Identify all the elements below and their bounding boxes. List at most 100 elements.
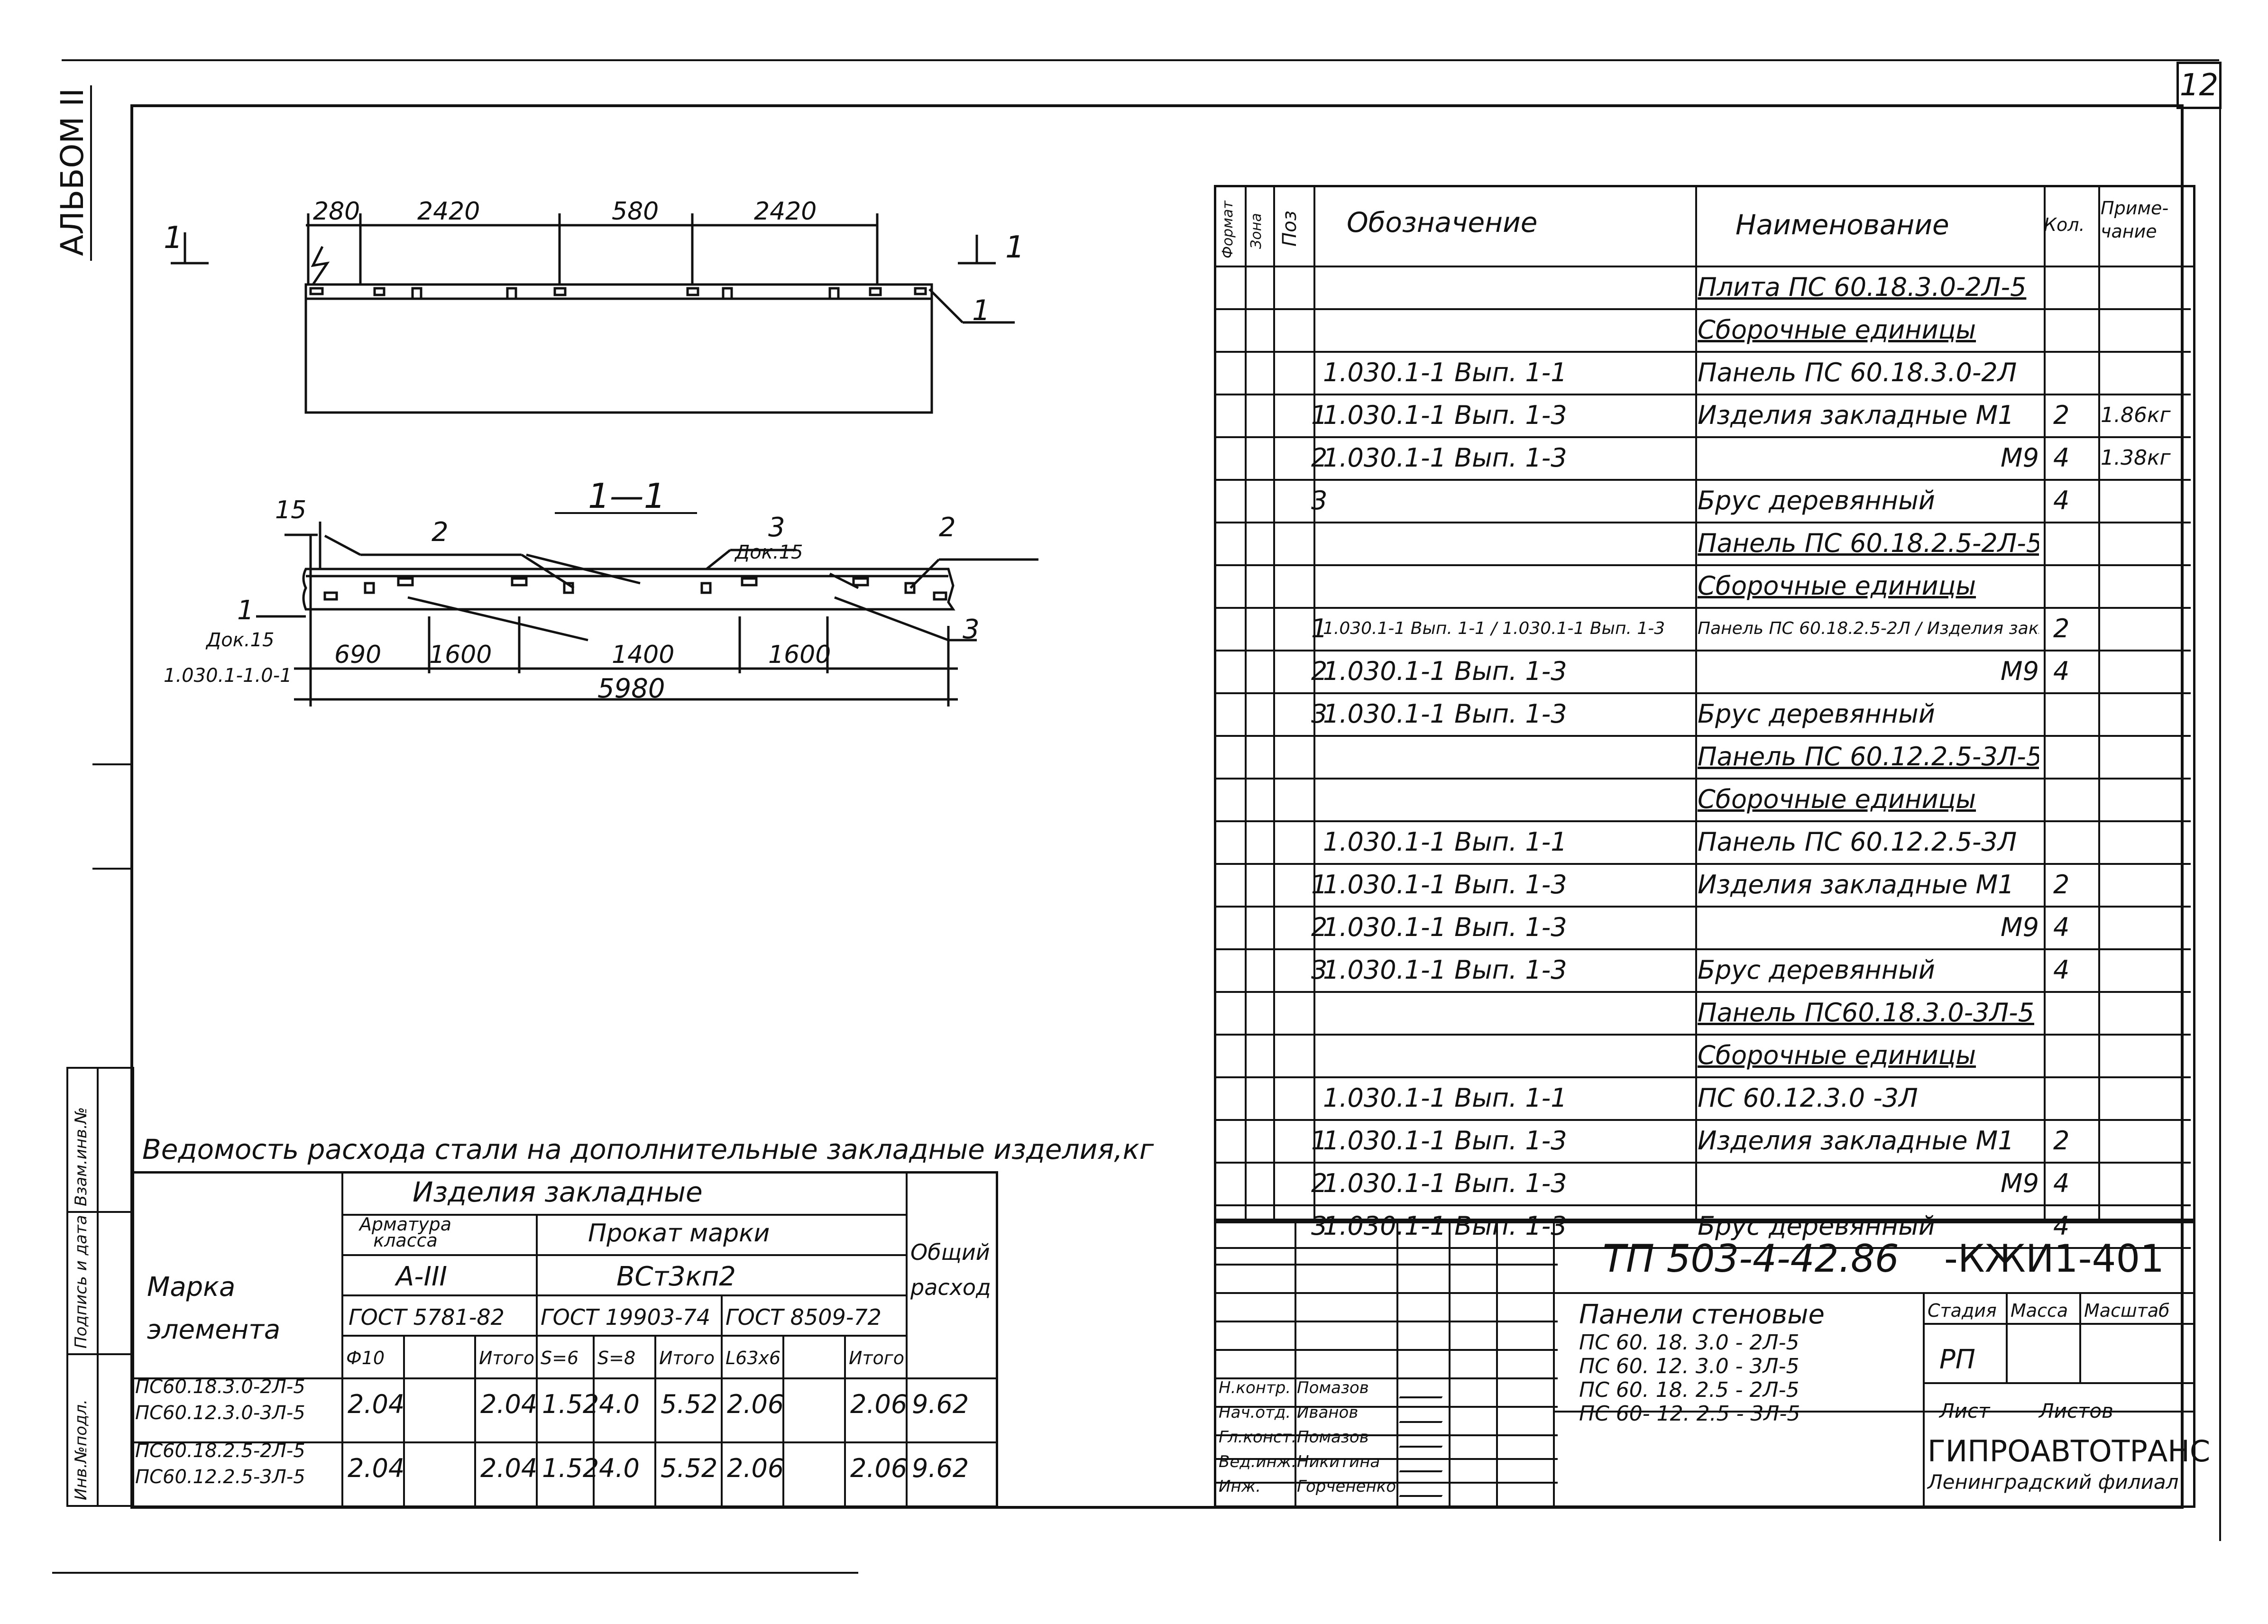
doc-code: ТП 503-4-42.86 [1603, 1237, 1899, 1281]
spec-name: Панель ПС 60.18.3.0-2Л [1698, 357, 2017, 387]
steel-value: 4.0 [599, 1389, 640, 1419]
spec-note [2101, 650, 2191, 692]
title-block [1214, 1219, 2195, 1508]
spec-row: Плита ПС 60.18.3.0-2Л-5 [1214, 266, 2191, 310]
spec-designation: 1.030.1-1 Вып. 1-1 [1323, 826, 1567, 857]
spec-qty [2053, 1076, 2091, 1119]
section-dim-total: 5980 [597, 673, 665, 704]
sheet-number: 12 [2179, 68, 2219, 103]
steel-value: 9.62 [912, 1453, 969, 1483]
steel-value: 1.52 [542, 1389, 599, 1419]
steel-gost3: ГОСТ 8509-72 [725, 1304, 881, 1330]
section-callout-3a: 3 [768, 512, 785, 543]
signature-role: Инж. [1219, 1477, 1261, 1496]
spec-qty [2053, 351, 2091, 394]
steel-mark: ПС60.12.3.0-3Л-5 [135, 1402, 305, 1424]
steel-value: 2.06 [727, 1389, 784, 1419]
spec-h-designation: Обозначение [1347, 206, 1538, 239]
signature-name: Помазов [1297, 1378, 1369, 1397]
section-doc-ref-2: Док.15 [206, 629, 275, 651]
steel-col-header: S=8 [597, 1348, 636, 1368]
title-line-0: Панели стеновые [1579, 1299, 1825, 1330]
spec-row: Сборочные единицы [1214, 308, 2191, 353]
spec-note [2101, 820, 2191, 863]
steel-mark: ПС60.12.2.5-3Л-5 [135, 1466, 305, 1488]
steel-value: 5.52 [661, 1453, 718, 1483]
steel-gost1: ГОСТ 5781-82 [349, 1304, 505, 1330]
spec-pos: 1 [1311, 1125, 1328, 1156]
spec-note [2101, 479, 2191, 522]
spec-name: Сборочные единицы [1698, 570, 1976, 601]
section-callout-3b: 3 [963, 614, 980, 645]
spec-designation [1323, 778, 1693, 820]
plan-dim-2420a: 2420 [417, 197, 480, 226]
org-name: ГИПРОАВТОТРАНС [1928, 1434, 2211, 1468]
spec-h-format: Формат [1220, 201, 1236, 258]
spec-note [2101, 735, 2191, 778]
spec-note: 1.38кг [2101, 445, 2171, 470]
spec-name: М9 [2001, 912, 2039, 942]
sheets-label: Листов [2039, 1399, 2113, 1422]
spec-note [2101, 1034, 2191, 1076]
title-line-4: ПС 60- 12. 2.5 - 3Л-5 [1579, 1402, 1800, 1426]
bottom-note-line [52, 1572, 858, 1574]
steel-col-header: Итого [849, 1348, 905, 1368]
spec-qty: 2 [2053, 869, 2070, 899]
section-dim-1400: 1400 [612, 641, 675, 669]
spec-qty [2053, 564, 2091, 607]
steel-mark: ПС60.18.3.0-2Л-5 [135, 1376, 305, 1398]
spec-name: Брус деревянный [1698, 1211, 1935, 1241]
steel-col-header: Ф10 [346, 1348, 385, 1368]
spec-row: Сборочные единицы [1214, 564, 2191, 609]
spec-name: Панель ПС 60.18.2.5-2Л / Изделия закладн… [1698, 618, 2039, 638]
spec-note [2101, 1119, 2191, 1162]
steel-value: 2.06 [850, 1453, 908, 1483]
signature-name: Иванов [1297, 1403, 1359, 1422]
steel-col-header: S=6 [541, 1348, 579, 1368]
spec-pos: 3 [1311, 485, 1328, 515]
spec-designation [1323, 991, 1693, 1034]
steel-value: 2.06 [727, 1453, 784, 1483]
spec-designation [1323, 735, 1693, 778]
signature-role: Нач.отд. [1219, 1403, 1291, 1422]
spec-name: Брус деревянный [1698, 485, 1935, 515]
spec-row: Панель ПС60.18.3.0-3Л-5 [1214, 991, 2191, 1036]
spec-note [2101, 906, 2191, 948]
steel-value: 2.06 [850, 1389, 908, 1419]
spec-name: Плита ПС 60.18.3.0-2Л-5 [1698, 272, 2027, 302]
spec-name: Изделия закладные М1 [1698, 869, 2014, 899]
spec-note [2101, 266, 2191, 308]
spec-name: Панель ПС60.18.3.0-3Л-5 [1698, 997, 2034, 1028]
steel-rebar-class: А-III [396, 1261, 448, 1292]
steel-value: 2.04 [348, 1389, 405, 1419]
steel-h-rebar: Арматура класса [359, 1214, 452, 1251]
title-line-1: ПС 60. 18. 3.0 - 2Л-5 [1579, 1330, 1800, 1355]
signature-role: Гл.конст. [1219, 1428, 1297, 1447]
steel-value: 9.62 [912, 1389, 969, 1419]
spec-qty [2053, 778, 2091, 820]
steel-mark: ПС60.18.2.5-2Л-5 [135, 1440, 305, 1462]
section-ref-code: 1.030.1-1.0-1 [164, 665, 292, 687]
steel-value: 5.52 [661, 1389, 718, 1419]
spec-note [2101, 778, 2191, 820]
spec-pos: 1 [1311, 400, 1328, 430]
spec-name: Сборочные единицы [1698, 314, 1976, 345]
spec-qty: 2 [2053, 1125, 2070, 1156]
spec-note [2101, 607, 2191, 650]
section-title: 1—1 [588, 476, 666, 516]
plan-callout-1: 1 [972, 294, 991, 327]
title-line-2: ПС 60. 12. 3.0 - 3Л-5 [1579, 1354, 1800, 1378]
spec-note [2101, 948, 2191, 991]
spec-designation [1323, 564, 1693, 607]
steel-col-header: Итого [479, 1348, 535, 1368]
steel-h-total: Общий расход [910, 1239, 991, 1300]
spec-row: Сборочные единицы [1214, 778, 2191, 822]
steel-table [133, 1171, 998, 1508]
frame-right-extension [2219, 62, 2221, 1541]
